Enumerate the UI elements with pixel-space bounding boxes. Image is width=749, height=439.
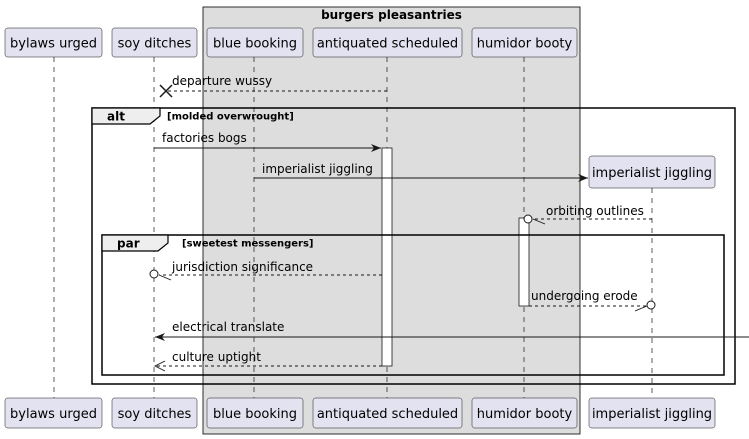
participant-antiq-top[interactable]: antiquated scheduled bbox=[312, 27, 463, 58]
participant-imperialist-bottom[interactable]: imperialist jiggling bbox=[588, 397, 716, 429]
participant-label: soy ditches bbox=[118, 407, 192, 422]
message-label: imperialist jiggling bbox=[262, 162, 373, 176]
participant-label: imperialist jiggling bbox=[592, 166, 712, 181]
par-keyword: par bbox=[117, 237, 140, 251]
par-frame: par [sweetest messengers] bbox=[101, 234, 725, 376]
message-factories-bogs: factories bogs bbox=[154, 131, 381, 152]
participant-label: humidor booty bbox=[477, 37, 573, 52]
participant-label: soy ditches bbox=[118, 37, 192, 52]
participant-bylaws-top[interactable]: bylaws urged bbox=[4, 27, 103, 58]
participant-label: antiquated scheduled bbox=[317, 37, 458, 52]
message-imperialist-jiggling: imperialist jiggling bbox=[254, 162, 588, 182]
participant-soy-top[interactable]: soy ditches bbox=[111, 27, 198, 58]
message-label: undergoing erode bbox=[531, 289, 638, 303]
message-label: orbiting outlines bbox=[546, 204, 644, 218]
participant-soy-bottom[interactable]: soy ditches bbox=[111, 397, 198, 429]
activation-humidor bbox=[518, 217, 530, 307]
activation-antiq bbox=[381, 147, 393, 367]
message-orbiting-outlines: orbiting outlines bbox=[523, 204, 652, 225]
message-culture-uptight: culture uptight bbox=[153, 350, 382, 372]
participant-label: antiquated scheduled bbox=[317, 407, 458, 422]
participant-label: blue booking bbox=[213, 37, 297, 52]
group-box-title: burgers pleasantries bbox=[321, 8, 462, 22]
alt-frame: alt [molded overwrought] bbox=[91, 107, 736, 385]
participant-label: bylaws urged bbox=[10, 407, 97, 422]
circle-end-icon bbox=[149, 269, 159, 279]
participant-humidor-top[interactable]: humidor booty bbox=[471, 27, 578, 58]
message-label: jurisdiction significance bbox=[171, 260, 313, 274]
destroy-x-icon bbox=[159, 84, 173, 98]
message-label: culture uptight bbox=[172, 350, 261, 364]
participant-blue-bottom[interactable]: blue booking bbox=[206, 397, 304, 429]
participant-label: blue booking bbox=[213, 407, 297, 422]
participant-label: humidor booty bbox=[477, 407, 573, 422]
circle-end-icon bbox=[523, 214, 533, 224]
participant-imperialist-created[interactable]: imperialist jiggling bbox=[588, 155, 716, 189]
message-label: electrical translate bbox=[172, 320, 284, 334]
alt-keyword: alt bbox=[107, 110, 125, 124]
participant-label: imperialist jiggling bbox=[592, 407, 712, 422]
alt-guard: [molded overwrought] bbox=[167, 112, 294, 123]
participant-blue-top[interactable]: blue booking bbox=[206, 27, 304, 58]
participant-bylaws-bottom[interactable]: bylaws urged bbox=[4, 397, 103, 429]
participant-antiq-bottom[interactable]: antiquated scheduled bbox=[312, 397, 463, 429]
message-departure-wussy: departure wussy bbox=[159, 74, 387, 98]
message-undergoing-erode: undergoing erode bbox=[529, 289, 656, 312]
message-label: factories bogs bbox=[162, 131, 247, 145]
participant-humidor-bottom[interactable]: humidor booty bbox=[471, 397, 578, 429]
message-jurisdiction-significance: jurisdiction significance bbox=[149, 260, 382, 281]
participant-label: bylaws urged bbox=[10, 37, 97, 52]
par-guard: [sweetest messengers] bbox=[182, 239, 314, 250]
message-label: departure wussy bbox=[172, 74, 272, 88]
message-electrical-translate: electrical translate bbox=[155, 320, 749, 341]
circle-end-icon bbox=[646, 300, 656, 310]
